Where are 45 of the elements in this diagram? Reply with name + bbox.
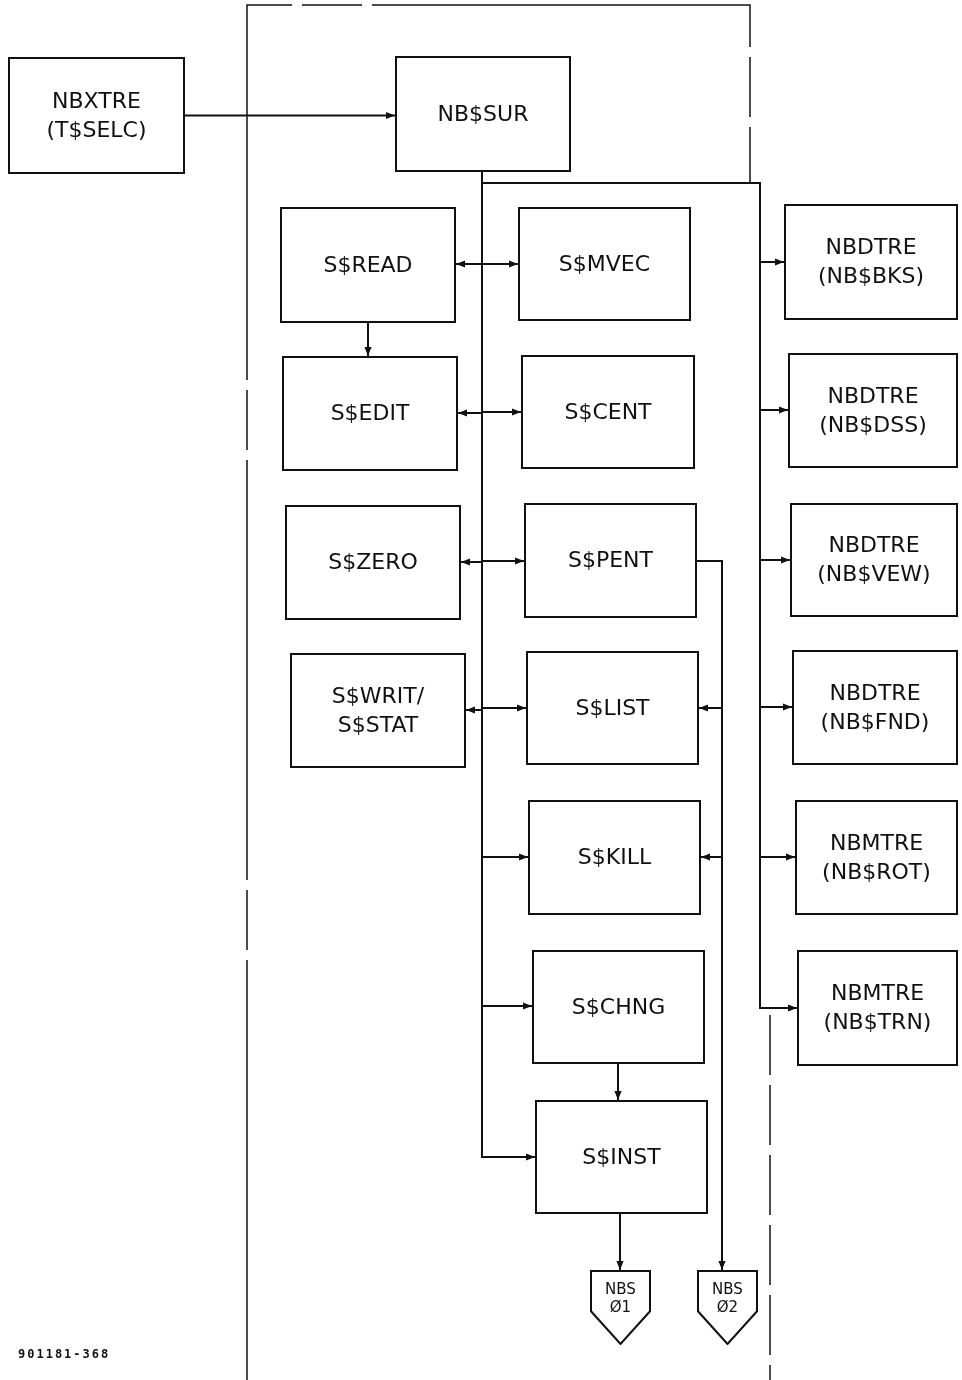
- node-label: S$PENT: [568, 546, 653, 575]
- process-box: [526, 651, 699, 765]
- node-label: NBDTRE (NB$VEW): [816, 531, 932, 588]
- node-label: NBS Ø1: [604, 1281, 637, 1316]
- node-label: S$MVEC: [558, 249, 651, 278]
- arrow: [364, 322, 372, 357]
- process-box: [285, 505, 461, 620]
- node-label: S$CENT: [564, 397, 652, 426]
- process-box: [792, 650, 958, 765]
- node-label: S$CHNG: [571, 992, 666, 1021]
- node-label: S$LIST: [575, 693, 650, 722]
- node-label: NBS Ø2: [711, 1281, 744, 1316]
- process-box: [535, 1100, 708, 1214]
- node-label: S$WRIT/ S$STAT: [330, 681, 426, 739]
- node-label: NBDTRE (NB$DSS): [818, 381, 928, 439]
- node-label: NB$SUR: [437, 99, 529, 128]
- process-box: [290, 653, 466, 768]
- process-box: [518, 207, 691, 321]
- node-label: S$INST: [582, 1142, 661, 1171]
- process-box: [784, 204, 958, 320]
- process-box: [788, 353, 958, 468]
- drawing-number: 901181-368: [18, 1347, 111, 1361]
- process-box: [282, 356, 458, 471]
- arrow: [184, 111, 396, 120]
- process-box: [8, 57, 185, 174]
- node-label: S$READ: [323, 250, 413, 279]
- process-box: [280, 207, 456, 323]
- node-label: S$EDIT: [330, 399, 410, 428]
- node-label: NBDTRE (NB$BKS): [816, 233, 926, 290]
- process-box: [795, 800, 958, 915]
- process-box: [532, 950, 705, 1064]
- process-box: [790, 503, 958, 617]
- node-label: NBDTRE (NB$FND): [819, 678, 931, 736]
- node-label: NBXTRE (T$SELC): [45, 86, 148, 144]
- node-label: NBMTRE (NB$ROT): [821, 828, 932, 886]
- process-box: [524, 503, 697, 618]
- process-box: [395, 56, 571, 172]
- process-box: [797, 950, 958, 1066]
- process-box: [528, 800, 701, 915]
- node-label: S$ZERO: [328, 548, 418, 577]
- node-label: S$KILL: [577, 843, 652, 872]
- process-box: [521, 355, 695, 469]
- arrow: [616, 1213, 624, 1271]
- arrow: [614, 1063, 622, 1101]
- node-label: NBMTRE (NB$TRN): [822, 979, 933, 1036]
